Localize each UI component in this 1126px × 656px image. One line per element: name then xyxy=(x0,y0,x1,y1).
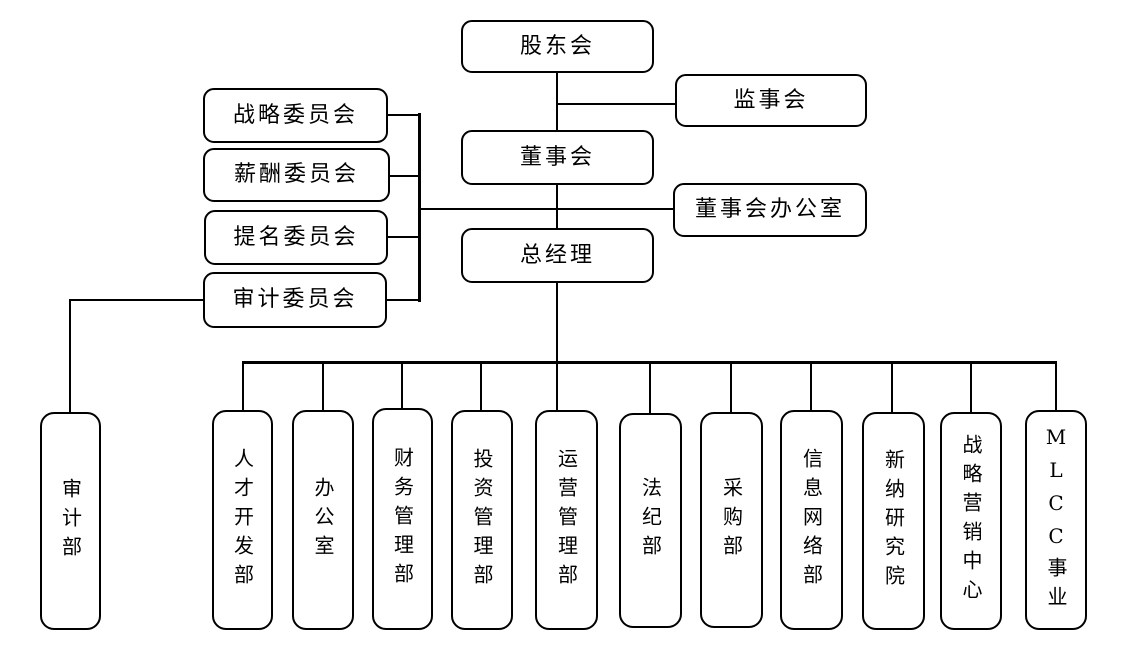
connector-shareholders-board xyxy=(556,72,558,130)
connector-nomination-committee xyxy=(388,236,419,238)
node-strategy-committee-label: 战略委员会 xyxy=(232,102,358,128)
connector-compensation-committee xyxy=(390,175,419,177)
node-strategy-committee: 战略委员会 xyxy=(203,88,388,143)
node-dept-finance: 财务管理部 xyxy=(372,408,433,630)
node-audit-committee: 审计委员会 xyxy=(203,272,387,328)
drop-dept-information xyxy=(810,363,812,410)
connector-auditcommittee-auditdept-v xyxy=(69,299,71,412)
connector-strategy-committee xyxy=(388,114,419,116)
drop-dept-law xyxy=(649,363,651,413)
connector-departments-bus xyxy=(242,361,1057,364)
node-dept-mlcc-label: MLCC事业 xyxy=(1044,425,1068,615)
node-audit-department-label: 审计部 xyxy=(58,477,83,565)
node-dept-procurement: 采购部 xyxy=(700,412,763,628)
node-dept-operations-label: 运营管理部 xyxy=(554,447,579,593)
node-audit-committee-label: 审计委员会 xyxy=(232,287,358,312)
drop-dept-mlcc xyxy=(1055,363,1057,410)
drop-dept-operations xyxy=(556,363,558,410)
node-dept-investment: 投资管理部 xyxy=(451,410,513,630)
node-dept-mlcc: MLCC事业 xyxy=(1025,410,1087,630)
connector-auditcommittee-auditdept-h xyxy=(69,299,203,301)
node-dept-finance-label: 财务管理部 xyxy=(390,446,415,592)
drop-dept-research xyxy=(891,363,893,412)
node-dept-law-discipline-label: 法纪部 xyxy=(638,477,663,564)
node-shareholders: 股东会 xyxy=(461,20,654,73)
node-supervisory-board-label: 监事会 xyxy=(733,87,809,113)
node-dept-office: 办公室 xyxy=(292,410,354,630)
node-dept-information-network: 信息网络部 xyxy=(780,410,843,630)
connector-audit-committee xyxy=(387,299,419,301)
node-general-manager-label: 总经理 xyxy=(519,242,595,268)
drop-dept-marketing xyxy=(970,363,972,412)
drop-dept-office xyxy=(322,363,324,410)
node-dept-investment-label: 投资管理部 xyxy=(470,447,494,593)
node-general-manager: 总经理 xyxy=(461,228,654,283)
node-nomination-committee: 提名委员会 xyxy=(204,210,388,265)
node-dept-procurement-label: 采购部 xyxy=(719,476,744,564)
node-compensation-committee: 薪酬委员会 xyxy=(203,148,390,202)
drop-dept-finance xyxy=(401,363,403,410)
node-dept-information-network-label: 信息网络部 xyxy=(799,447,824,593)
node-dept-xinna-research: 新纳研究院 xyxy=(862,412,925,630)
connector-gm-bus xyxy=(556,283,558,363)
drop-dept-talent xyxy=(242,363,244,410)
node-shareholders-label: 股东会 xyxy=(519,33,595,59)
node-board: 董事会 xyxy=(461,130,654,185)
node-board-office-label: 董事会办公室 xyxy=(694,197,845,222)
node-dept-talent-development-label: 人才开发部 xyxy=(230,447,255,593)
node-board-office: 董事会办公室 xyxy=(673,183,867,237)
drop-dept-investment xyxy=(480,363,482,410)
node-dept-office-label: 办公室 xyxy=(311,476,335,564)
node-audit-department: 审计部 xyxy=(40,412,101,630)
connector-supervisory-board xyxy=(557,103,677,105)
node-compensation-committee-label: 薪酬委员会 xyxy=(233,162,359,187)
node-dept-strategic-marketing-label: 战略营销中心 xyxy=(959,434,983,608)
connector-board-gm xyxy=(556,184,558,229)
connector-committee-bus xyxy=(418,113,421,302)
connector-cross-board-office xyxy=(419,208,675,210)
node-dept-talent-development: 人才开发部 xyxy=(212,410,273,630)
drop-dept-procurement xyxy=(730,363,732,412)
node-dept-law-discipline: 法纪部 xyxy=(619,413,682,628)
node-dept-operations: 运营管理部 xyxy=(535,410,598,630)
node-supervisory-board: 监事会 xyxy=(675,74,867,127)
node-dept-xinna-research-label: 新纳研究院 xyxy=(881,448,906,594)
node-dept-strategic-marketing: 战略营销中心 xyxy=(940,412,1002,630)
node-nomination-committee-label: 提名委员会 xyxy=(233,224,359,250)
node-board-label: 董事会 xyxy=(519,144,595,170)
